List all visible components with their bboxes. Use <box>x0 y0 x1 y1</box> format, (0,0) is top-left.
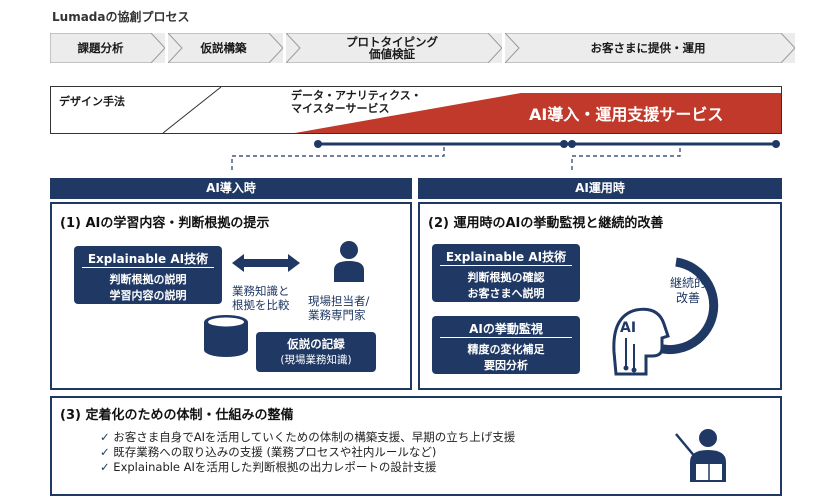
process-step-label: プロトタイピング 価値検証 <box>296 33 488 63</box>
analytics-label-line2: マイスターサービス <box>291 102 390 115</box>
xai-card: Explainable AI技術 判断根拠の説明 学習内容の説明 <box>74 246 222 304</box>
support-bullet-list: ✓ お客さま自身でAIを活用していくための体制の構築支援、早期の立ち上げ支援 ✓… <box>100 430 515 475</box>
prototyping-label: プロトタイピング <box>346 35 438 49</box>
panel-organization-setup: (3) 定着化のための体制・仕組みの整備 ✓ お客さま自身でAIを活用していくた… <box>50 396 782 496</box>
phase-ops-header: AI運用時 <box>418 178 782 199</box>
person-icon <box>334 241 364 282</box>
panel-learning-explanation: (1) AIの学習内容・判断根拠の提示 Explainable AI技術 判断根… <box>50 202 412 390</box>
monitor-line1: 精度の変化補足 <box>467 343 545 356</box>
bullet-item: ✓ お客さま自身でAIを活用していくための体制の構築支援、早期の立ち上げ支援 <box>100 430 516 444</box>
chevron-shape <box>505 33 795 63</box>
record-line1: 仮説の記録 <box>287 337 345 351</box>
timeline-start-dot <box>314 140 322 148</box>
chevron-shape <box>168 33 283 63</box>
monitor-head: AIの挙動監視 <box>440 320 572 338</box>
bullet-item: ✓ Explainable AIを活用した判断根拠の出力レポートの設計支援 <box>100 460 437 474</box>
ai-monitoring-card: AIの挙動監視 精度の変化補足 要因分析 <box>432 316 580 374</box>
check-icon: ✓ <box>100 430 114 444</box>
ai-support-service-label: AI導入・運用支援サービス <box>529 105 724 124</box>
bullet-item: ✓ 既存業務への取り込みの支援 (業務プロセスや社内ルールなど) <box>100 445 437 459</box>
process-step-prototyping: プロトタイピング 価値検証 <box>286 33 502 63</box>
panel-monitoring-improvement: (2) 運用時のAIの挙動監視と継続的改善 Explainable AI技術 判… <box>418 202 782 390</box>
design-method-label: デザイン手法 <box>59 95 125 108</box>
monitor-line2: 要因分析 <box>484 359 528 372</box>
phase-intro-header: AI導入時 <box>50 178 412 199</box>
compare-line1: 業務知識と <box>232 284 290 298</box>
process-step-label: 仮説構築 <box>200 41 247 55</box>
process-step-delivery: お客さまに提供・運用 <box>505 33 795 63</box>
compare-text: 業務知識と 根拠を比較 <box>232 284 290 312</box>
cycle-line2: 改善 <box>676 291 701 305</box>
validation-label: 価値検証 <box>369 47 415 61</box>
teacher-icon <box>675 429 726 482</box>
timeline <box>231 140 780 170</box>
person-line2: 業務専門家 <box>308 308 366 322</box>
xai-ops-head: Explainable AI技術 <box>440 248 572 266</box>
timeline-mid-dot-2 <box>568 140 576 148</box>
process-step-issue-analysis: 課題分析 <box>50 33 165 63</box>
process-step-hypothesis: 仮説構築 <box>168 33 283 63</box>
person-label: 現場担当者/ 業務専門家 <box>308 294 369 322</box>
xai-card-line1: 判断根拠の説明 <box>109 273 187 286</box>
panel3-title: (3) 定着化のための体制・仕組みの整備 <box>60 408 294 423</box>
analytics-label: データ・アナリティクス・ マイスターサービス <box>291 89 422 115</box>
ai-head-icon <box>612 307 670 376</box>
cycle-line1: 継続的 <box>670 276 707 290</box>
cycle-label: 継続的 改善 <box>670 276 706 306</box>
ai-head-label: AI <box>620 320 637 336</box>
check-icon: ✓ <box>100 460 114 474</box>
check-icon: ✓ <box>100 445 114 459</box>
continuous-improvement-graphic <box>612 257 719 376</box>
services-graphic <box>162 87 781 133</box>
process-step-label: お客さまに提供・運用 <box>590 41 706 55</box>
timeline-mid-dot <box>560 140 568 148</box>
xai-ops-card: Explainable AI技術 判断根拠の確認 お客さまへ説明 <box>432 244 580 302</box>
chevron-shape <box>286 33 502 63</box>
xai-ops-line1: 判断根拠の確認 <box>467 271 545 284</box>
page-title: Lumadaの協創プロセス <box>52 10 190 24</box>
timeline-end-dot <box>772 140 780 148</box>
xai-card-line2: 学習内容の説明 <box>109 289 187 302</box>
panel1-title: (1) AIの学習内容・判断根拠の提示 <box>60 216 270 231</box>
record-line2: (現場業務知識) <box>280 354 352 366</box>
xai-card-head: Explainable AI技術 <box>82 250 214 268</box>
double-arrow-icon <box>232 254 300 272</box>
xai-ops-line2: お客さまへ説明 <box>467 287 545 300</box>
hypothesis-record-card: 仮説の記録 (現場業務知識) <box>256 332 376 372</box>
chevron-shape <box>50 33 165 63</box>
person-line1: 現場担当者/ <box>308 294 370 308</box>
panel2-title: (2) 運用時のAIの挙動監視と継続的改善 <box>428 216 664 231</box>
analytics-label-line1: データ・アナリティクス・ <box>291 89 422 102</box>
database-icon <box>204 315 248 357</box>
compare-line2: 根拠を比較 <box>232 298 290 312</box>
services-band: デザイン手法 データ・アナリティクス・ マイスターサービス AI導入・運用支援サ… <box>50 86 782 134</box>
process-step-label: 課題分析 <box>77 41 124 55</box>
